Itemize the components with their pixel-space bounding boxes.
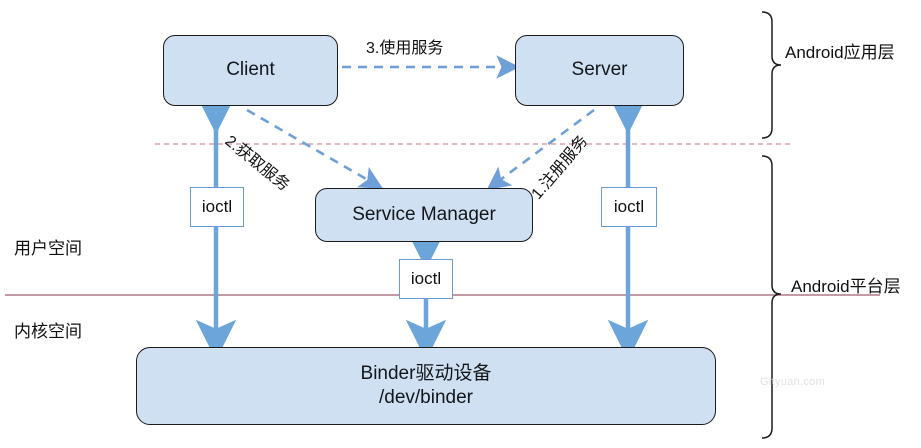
label-kernel-space: 内核空间 [14, 322, 82, 341]
arrow-get-service [246, 108, 384, 189]
ioctl-box-client-label: ioctl [201, 197, 233, 216]
ioctl-box-server: ioctl [601, 187, 657, 227]
label-android-app-layer: Android应用层 [785, 43, 895, 62]
label-android-platform-layer: Android平台层 [791, 277, 901, 296]
ioctl-box-server-label: ioctl [613, 197, 645, 216]
node-client[interactable]: Client [163, 35, 338, 106]
node-service-manager-label: Service Manager [352, 203, 496, 225]
edge-label-use-service: 3.使用服务 [366, 40, 444, 57]
brace-app-layer [761, 11, 782, 139]
ioctl-box-client: ioctl [190, 187, 244, 227]
node-client-label: Client [226, 59, 275, 81]
node-server[interactable]: Server [515, 35, 684, 106]
ioctl-box-service-manager-label: ioctl [410, 269, 442, 288]
arrow-register-service [486, 108, 595, 190]
ioctl-box-service-manager: ioctl [399, 259, 453, 299]
node-binder-driver-label: Binder驱动设备 /dev/binder [360, 362, 492, 408]
node-server-label: Server [571, 59, 628, 81]
brace-platform-layer [761, 155, 782, 439]
label-user-space: 用户空间 [14, 239, 82, 258]
watermark: Gityuan.com [760, 376, 826, 388]
node-service-manager[interactable]: Service Manager [315, 188, 533, 242]
node-binder-driver[interactable]: Binder驱动设备 /dev/binder [136, 347, 716, 425]
